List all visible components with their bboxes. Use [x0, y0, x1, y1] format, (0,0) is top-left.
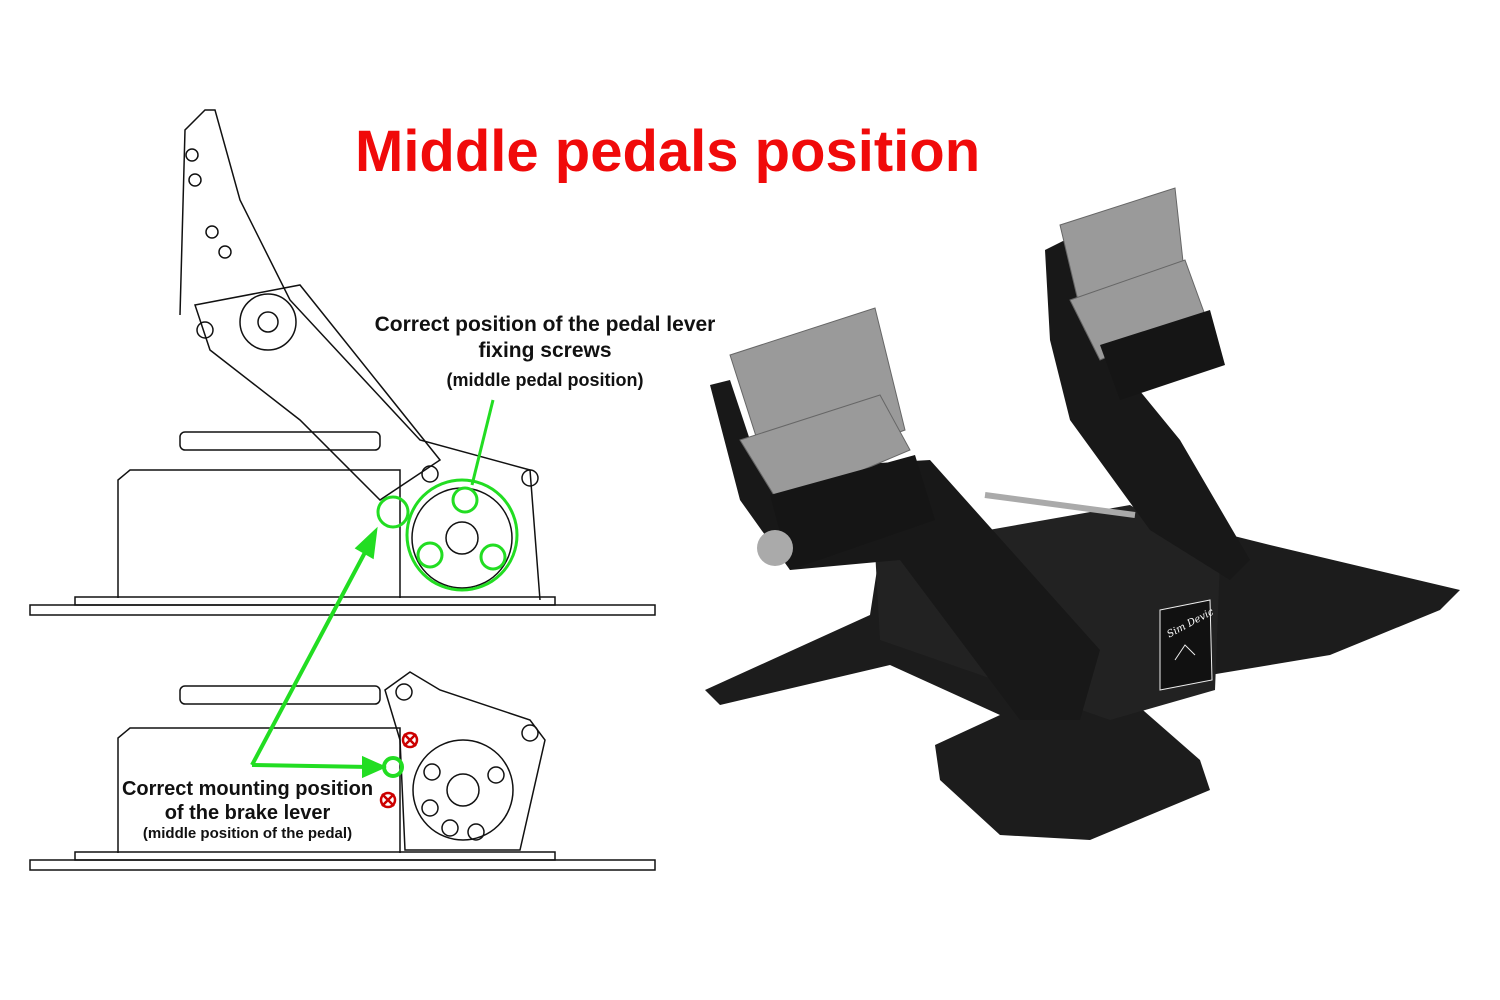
- base-plate-bottom: [29, 859, 656, 871]
- top-pedal-drawing: [29, 109, 656, 616]
- bottom-pedal-drawing: [29, 671, 656, 871]
- right-pedal-roller: [1100, 310, 1225, 400]
- left-pedal-arm: [710, 380, 1100, 720]
- callout-bottom-line1: Correct mounting position: [121, 778, 374, 800]
- left-pedal-roller: [770, 455, 935, 570]
- rod: [179, 431, 381, 451]
- pedal-render: [705, 187, 1460, 840]
- callout-bottom-line2: of the brake lever: [164, 802, 331, 824]
- pedal-lever: [179, 109, 541, 601]
- green-highlights-top: [376, 399, 519, 592]
- page-title: Middle pedals position: [355, 119, 981, 184]
- callout-bottom-note: (middle position of the pedal): [142, 825, 353, 842]
- callout-top-line2: fixing screws: [478, 339, 612, 362]
- green-arrows: [250, 526, 404, 779]
- callout-top-note: (middle pedal position): [446, 370, 644, 390]
- logo-plate: [1159, 599, 1213, 691]
- wrong-positions: [379, 731, 419, 809]
- pedal-body-box: [117, 469, 401, 598]
- callout-top-line1: Correct position of the pedal lever: [374, 313, 716, 336]
- base-plate-top: [29, 604, 656, 616]
- right-pedal-arm: [1045, 240, 1250, 580]
